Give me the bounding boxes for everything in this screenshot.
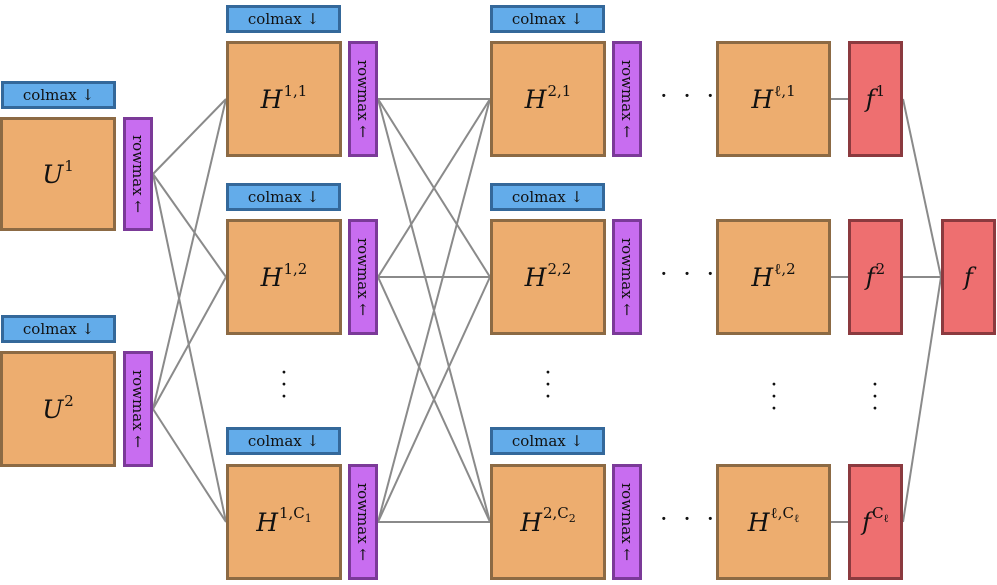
node-h22-base: H bbox=[524, 262, 547, 292]
node-h11-sup: 1,1 bbox=[283, 82, 308, 100]
colmax-label-u2: colmax ↓ bbox=[1, 315, 116, 343]
vdots-layer2: ··· bbox=[544, 361, 552, 410]
node-u2-sup: 2 bbox=[64, 392, 74, 410]
rowmax-text-h22: rowmax ← bbox=[618, 237, 636, 317]
node-h1c-sup: 1,C bbox=[279, 503, 305, 522]
vdots-outputs: ··· bbox=[871, 373, 879, 422]
rowmax-label-u1: rowmax ← bbox=[123, 117, 153, 231]
node-h11-base: H bbox=[260, 84, 283, 114]
node-hlc-sup: ℓ,C bbox=[770, 503, 794, 522]
edge-3 bbox=[152, 98, 227, 410]
colmax-label-u1: colmax ↓ bbox=[1, 81, 116, 109]
node-u1-base: U bbox=[42, 159, 64, 189]
node-f-final: f bbox=[941, 219, 996, 335]
edge-2 bbox=[152, 173, 227, 523]
edge-20 bbox=[902, 276, 942, 523]
rowmax-label-h2c: rowmax ← bbox=[612, 464, 642, 580]
node-h21-base: H bbox=[524, 84, 547, 114]
rowmax-text-h1c: rowmax ← bbox=[354, 482, 372, 562]
rowmax-text-h21: rowmax ← bbox=[618, 59, 636, 139]
rowmax-text-h11: rowmax ← bbox=[354, 59, 372, 139]
hdots-row1: · · · bbox=[660, 82, 719, 110]
rowmax-label-h21: rowmax ← bbox=[612, 41, 642, 157]
rowmax-label-h12: rowmax ← bbox=[348, 219, 378, 335]
colmax-label-h2c: colmax ↓ bbox=[490, 427, 605, 455]
rowmax-text-u1: rowmax ← bbox=[129, 134, 147, 214]
edge-0 bbox=[152, 98, 227, 175]
edge-1 bbox=[152, 173, 227, 278]
colmax-label-h12: colmax ↓ bbox=[226, 183, 341, 211]
node-hl2-sup: ℓ,2 bbox=[774, 259, 796, 278]
rowmax-label-h22: rowmax ← bbox=[612, 219, 642, 335]
vdots-layer1: ··· bbox=[280, 361, 288, 410]
node-h12-base: H bbox=[260, 262, 283, 292]
node-h1c-base: H bbox=[256, 507, 278, 537]
node-fc-sup: C bbox=[872, 503, 884, 522]
node-f2-base: f bbox=[865, 263, 875, 291]
edge-18 bbox=[902, 98, 942, 278]
node-f2-sup: 2 bbox=[875, 260, 886, 278]
rowmax-label-u2: rowmax ← bbox=[123, 351, 153, 467]
node-u2-base: U bbox=[42, 394, 64, 424]
rowmax-label-h11: rowmax ← bbox=[348, 41, 378, 157]
node-f1-sup: 1 bbox=[875, 82, 886, 100]
node-hl1-sup: ℓ,1 bbox=[774, 81, 796, 100]
node-u1-sup: 1 bbox=[64, 157, 74, 175]
colmax-label-h22: colmax ↓ bbox=[490, 183, 605, 211]
node-h21-sup: 2,1 bbox=[547, 82, 572, 100]
node-hlc-base: H bbox=[747, 507, 770, 537]
edge-4 bbox=[152, 276, 227, 410]
edge-13 bbox=[377, 276, 491, 523]
rowmax-text-h12: rowmax ← bbox=[354, 237, 372, 317]
edge-5 bbox=[152, 408, 227, 523]
node-h2c-sub: 2 bbox=[568, 511, 576, 525]
rowmax-text-h2c: rowmax ← bbox=[618, 482, 636, 562]
node-fc-sub: ℓ bbox=[883, 511, 889, 525]
node-fc-base: f bbox=[862, 508, 872, 536]
colmax-label-h11: colmax ↓ bbox=[226, 5, 341, 33]
node-h12-sup: 1,2 bbox=[283, 260, 308, 278]
vdots-layerl: ··· bbox=[770, 373, 778, 422]
node-f1-base: f bbox=[865, 85, 875, 113]
colmax-label-h1c: colmax ↓ bbox=[226, 427, 341, 455]
colmax-label-h21: colmax ↓ bbox=[490, 5, 605, 33]
rowmax-label-h1c: rowmax ← bbox=[348, 464, 378, 580]
rowmax-text-u2: rowmax ← bbox=[129, 369, 147, 449]
node-hl2-base: H bbox=[751, 262, 774, 292]
node-h2c-base: H bbox=[520, 507, 542, 537]
node-h22-sup: 2,2 bbox=[547, 260, 572, 278]
hdots-row2: · · · bbox=[660, 260, 719, 288]
edge-12 bbox=[377, 98, 491, 523]
node-h1c-sub: 1 bbox=[304, 511, 312, 525]
hdots-row3: · · · bbox=[660, 505, 719, 533]
node-h2c-sup: 2,C bbox=[543, 503, 569, 522]
node-hlc-sub: ℓ bbox=[793, 511, 800, 525]
edge-9 bbox=[377, 98, 491, 278]
node-f-final-base: f bbox=[964, 263, 973, 291]
node-hl1-base: H bbox=[751, 84, 774, 114]
